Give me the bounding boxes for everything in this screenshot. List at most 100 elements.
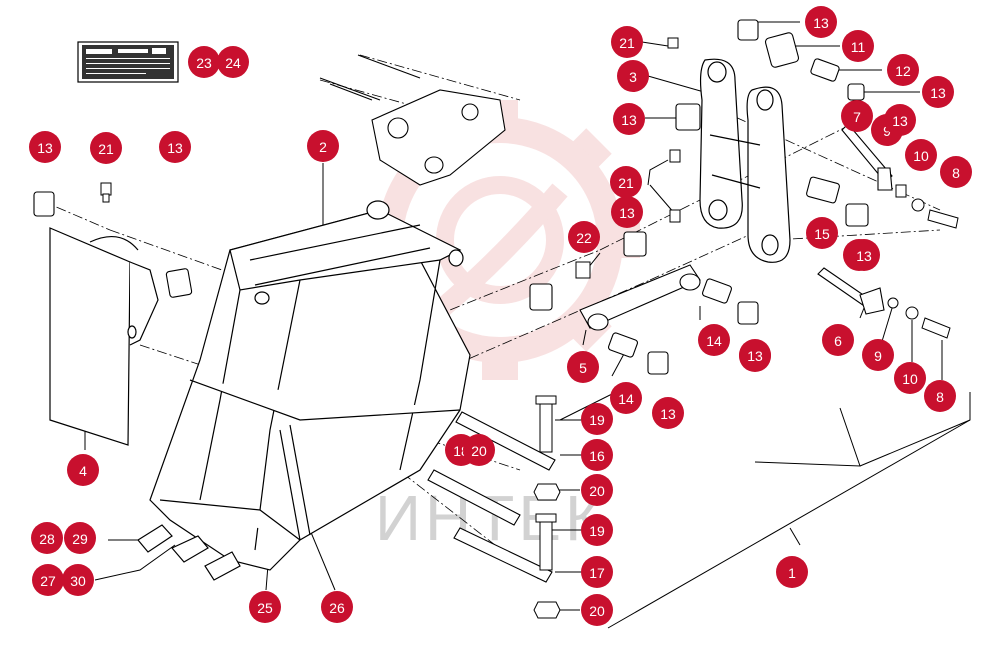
callout-badge-circle <box>249 591 281 623</box>
callout-number: 21 <box>619 35 635 51</box>
callout-badge-circle <box>463 434 495 466</box>
callout-badge-circle <box>611 196 643 228</box>
callout-10: 10 <box>894 362 926 394</box>
side-cutter-plate <box>49 227 159 446</box>
callout-25: 25 <box>249 591 281 623</box>
quick-coupler <box>319 54 506 186</box>
callout-13: 13 <box>652 397 684 429</box>
bucket-teeth <box>137 524 241 581</box>
callout-number: 1 <box>788 565 796 581</box>
callout-badge-circle <box>581 474 613 506</box>
callout-number: 14 <box>618 391 634 407</box>
callout-badge-circle <box>884 104 916 136</box>
callout-number: 26 <box>329 600 345 616</box>
callout-number: 7 <box>853 109 861 125</box>
callout-13: 13 <box>613 103 645 135</box>
callout-3: 3 <box>617 60 649 92</box>
callout-21: 21 <box>611 26 643 58</box>
callout-badge-circle <box>29 131 61 163</box>
callout-badge-circle <box>652 397 684 429</box>
callout-badge-circle <box>806 217 838 249</box>
callout-23: 23 <box>188 46 220 78</box>
callout-badge-circle <box>894 362 926 394</box>
callout-30: 30 <box>62 564 94 596</box>
callout-number: 13 <box>747 348 763 364</box>
callout-badge-circle <box>698 324 730 356</box>
callout-number: 6 <box>834 333 842 349</box>
callout-20: 20 <box>581 594 613 626</box>
cross-shaft <box>579 264 701 331</box>
callout-24: 24 <box>217 46 249 78</box>
callout-badge-circle <box>581 556 613 588</box>
callout-21: 21 <box>90 132 122 164</box>
callout-number: 13 <box>37 140 53 156</box>
nameplate <box>77 41 179 83</box>
callout-number: 23 <box>196 55 212 71</box>
callout-number: 10 <box>913 148 929 164</box>
callout-number: 13 <box>621 112 637 128</box>
callout-badge-circle <box>217 46 249 78</box>
callout-badge-circle <box>567 351 599 383</box>
callout-number: 13 <box>660 406 676 422</box>
callout-number: 9 <box>874 348 882 364</box>
callout-number: 10 <box>902 371 918 387</box>
callout-badge-circle <box>610 382 642 414</box>
callout-number: 22 <box>576 230 592 246</box>
callout-number: 15 <box>814 226 830 242</box>
callout-badge-circle <box>610 166 642 198</box>
callout-13: 13 <box>159 131 191 163</box>
callout-number: 24 <box>225 55 241 71</box>
callout-badge-circle <box>31 522 63 554</box>
callout-number: 25 <box>257 600 273 616</box>
callout-number: 13 <box>892 113 908 129</box>
callout-12: 12 <box>887 54 919 86</box>
callout-badge-circle <box>924 380 956 412</box>
callout-26: 26 <box>321 591 353 623</box>
callout-4: 4 <box>67 454 99 486</box>
callout-13: 13 <box>29 131 61 163</box>
callout-number: 20 <box>471 443 487 459</box>
callout-19: 19 <box>581 514 613 546</box>
callout-13: 13 <box>611 196 643 228</box>
callout-13: 13 <box>884 104 916 136</box>
callout-7: 7 <box>841 100 873 132</box>
callout-badge-circle <box>67 454 99 486</box>
callout-21: 21 <box>610 166 642 198</box>
callout-28: 28 <box>31 522 63 554</box>
callout-badge-circle <box>321 591 353 623</box>
callout-number: 2 <box>319 139 327 155</box>
callout-number: 27 <box>40 573 56 589</box>
callout-14: 14 <box>610 382 642 414</box>
bushings <box>33 19 869 375</box>
callout-number: 9 <box>883 123 891 139</box>
callout-badge-circle <box>862 339 894 371</box>
callout-11: 11 <box>842 30 874 62</box>
callout-8: 8 <box>940 156 972 188</box>
callout-badge-circle <box>940 156 972 188</box>
callout-badge-circle <box>848 239 880 271</box>
callout-badge-circle <box>581 594 613 626</box>
callout-number: 19 <box>589 523 605 539</box>
callout-number: 14 <box>706 333 722 349</box>
pins <box>427 123 893 583</box>
callout-number: 4 <box>79 463 87 479</box>
callout-number: 20 <box>589 603 605 619</box>
callout-badge-circle <box>611 26 643 58</box>
callout-badge-circle <box>613 103 645 135</box>
callout-number: 11 <box>851 39 866 55</box>
callout-number: 29 <box>72 531 88 547</box>
callout-5: 5 <box>567 351 599 383</box>
fasteners <box>100 37 959 619</box>
callout-badge-circle <box>842 30 874 62</box>
callout-13: 13 <box>922 76 954 108</box>
bucket-body <box>149 200 471 571</box>
callout-badge-circle <box>739 339 771 371</box>
callout-number: 12 <box>895 63 911 79</box>
callout-2: 2 <box>307 130 339 162</box>
callout-16: 16 <box>581 439 613 471</box>
callout-number: 5 <box>579 360 587 376</box>
callout-13: 13 <box>805 6 837 38</box>
callout-20: 20 <box>463 434 495 466</box>
